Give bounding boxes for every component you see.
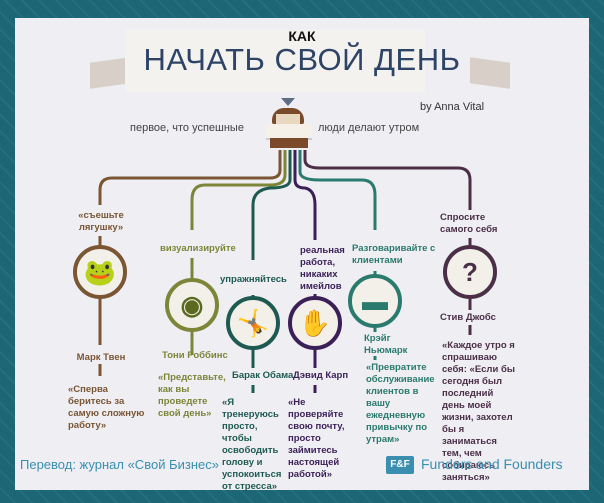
- person-name: Барак Обама: [232, 370, 294, 381]
- page-title: НАЧАТЬ СВОЙ ДЕНЬ: [143, 42, 461, 77]
- person-name: Стив Джобс: [440, 312, 496, 323]
- action-label: реальная работа, никаких имейлов: [300, 245, 345, 292]
- subtitle-left: первое, что успешные: [130, 122, 244, 134]
- brand-logo: F&F: [386, 456, 414, 474]
- title-ribbon: [125, 30, 425, 92]
- action-label: визуализируйте: [160, 243, 236, 254]
- quote: «Каждое утро я спрашиваю себя: «Если бы …: [442, 340, 515, 483]
- action-label: «съешьте лягушку»: [78, 210, 124, 233]
- action-label: Спросите самого себя: [440, 212, 498, 235]
- chat-icon: ▬: [348, 274, 402, 328]
- question-icon: ?: [443, 245, 497, 299]
- person-name: Дэвид Карп: [293, 370, 349, 381]
- quote: «Не проверяйте свою почту, просто займит…: [288, 397, 345, 480]
- action-label: Разговаривайте с клиентами: [352, 243, 436, 266]
- person-name: Крэйг Ньюмарк: [364, 333, 408, 356]
- quote: «Сперва беритесь за самую сложную работу…: [68, 384, 145, 431]
- author: by Anna Vital: [420, 101, 485, 113]
- person-name: Тони Роббинс: [162, 350, 228, 361]
- brand-name: Funders and Founders: [421, 456, 563, 472]
- subtitle-right: люди делают утром: [318, 122, 420, 134]
- quote: «Превратите обслуживание клиентов в вашу…: [366, 362, 435, 445]
- exercise-icon: 🤸: [226, 296, 280, 350]
- quote: «Представьте, как вы проведете свой день…: [158, 372, 226, 419]
- eye-icon: ◉: [165, 278, 219, 332]
- bed-icon: [266, 108, 312, 148]
- hand-icon: ✋: [288, 296, 342, 350]
- person-name: Марк Твен: [76, 352, 126, 363]
- translation-credit: Перевод: журнал «Свой Бизнес»: [20, 457, 219, 472]
- pre-title: КАК: [288, 28, 316, 44]
- frog-icon: 🐸: [73, 245, 127, 299]
- quote: «Я тренеруюсь просто, чтобы освободить г…: [222, 397, 282, 492]
- arrow-down-icon: [281, 98, 295, 106]
- action-label: упражняйтесь: [220, 274, 287, 285]
